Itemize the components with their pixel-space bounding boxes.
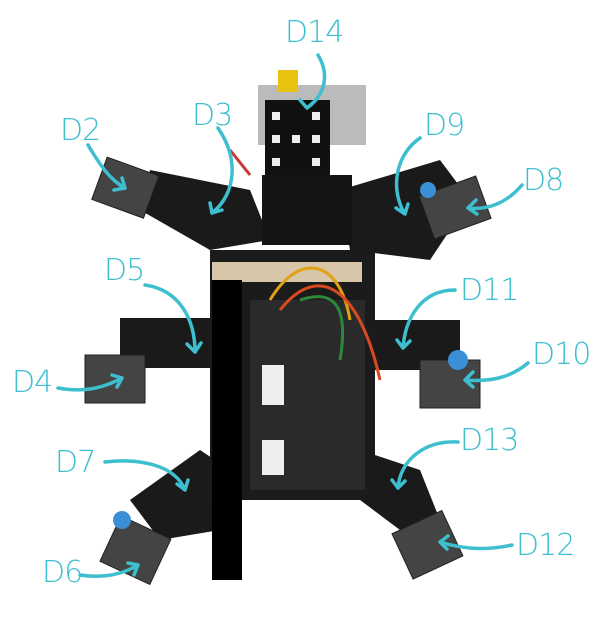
servo-d12 xyxy=(391,509,464,580)
leg-front-left xyxy=(140,170,270,250)
leg-rear-right xyxy=(360,450,440,530)
label-d8: D8 xyxy=(523,163,563,198)
label-d10: D10 xyxy=(532,337,590,372)
label-d5: D5 xyxy=(104,253,144,288)
label-d14: D14 xyxy=(285,15,343,50)
label-d3: D3 xyxy=(192,98,232,133)
label-d11: D11 xyxy=(460,273,518,308)
label-d9: D9 xyxy=(424,108,464,143)
servo-d4 xyxy=(84,354,146,404)
label-d4: D4 xyxy=(12,365,52,400)
label-d12: D12 xyxy=(516,528,574,563)
label-d2: D2 xyxy=(60,113,100,148)
label-d7: D7 xyxy=(55,445,95,480)
battery-plate xyxy=(212,280,242,580)
hexapod-robot-photo xyxy=(84,70,492,586)
servo-d8 xyxy=(418,175,492,240)
callout-arrows xyxy=(56,53,530,578)
label-d6: D6 xyxy=(42,555,82,590)
leg-rear-left xyxy=(130,450,230,540)
label-d13: D13 xyxy=(460,423,518,458)
